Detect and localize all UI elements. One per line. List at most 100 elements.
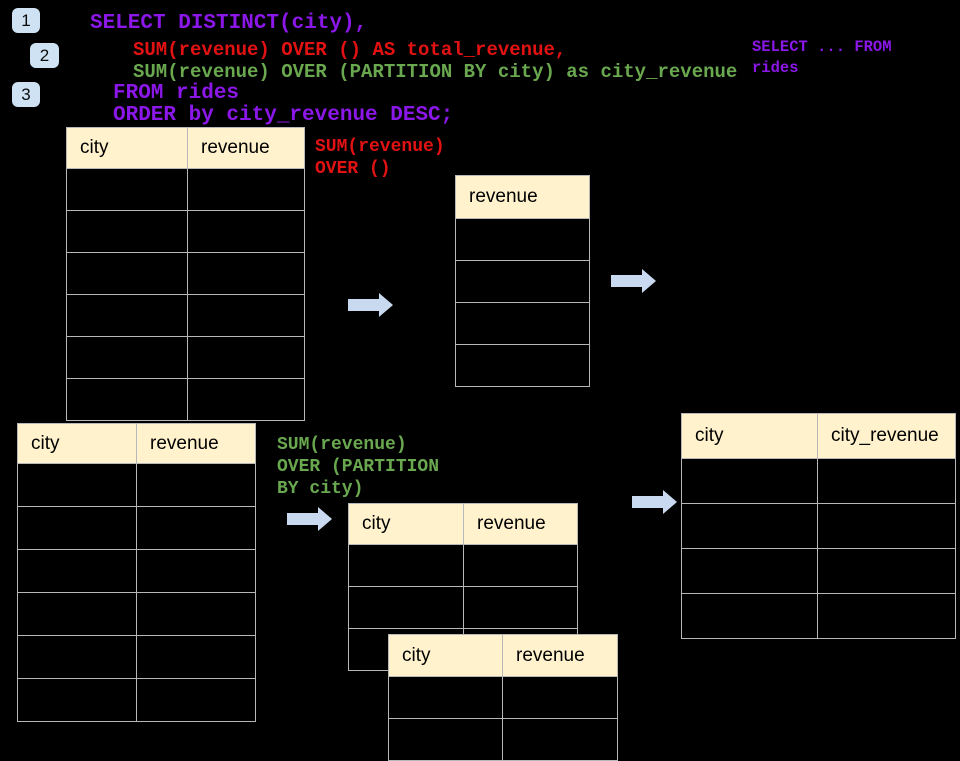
select-from-note: SELECT ... FROM rides: [752, 38, 892, 77]
empty-cell: [66, 252, 188, 295]
table-row: [66, 168, 305, 211]
table-row: [455, 218, 590, 261]
step-badge-2: 2: [30, 43, 59, 68]
table-row: [66, 210, 305, 253]
empty-cell: [187, 168, 305, 211]
table-row: [17, 635, 256, 679]
empty-cell: [136, 463, 256, 507]
header-cell-revenue: revenue: [455, 175, 590, 219]
empty-cell: [463, 586, 578, 629]
empty-cell: [17, 678, 137, 722]
empty-cell: [681, 548, 818, 594]
sql-line-order-by: ORDER by city_revenue DESC;: [113, 104, 454, 127]
arrow-shaft: [611, 275, 642, 287]
empty-cell: [681, 593, 818, 639]
table-source-top: city revenue: [66, 127, 305, 421]
table-header-row: revenue: [455, 175, 590, 219]
empty-cell: [187, 378, 305, 421]
table-city-revenue-result: city city_revenue: [681, 413, 956, 639]
empty-cell: [136, 549, 256, 593]
header-cell-city-revenue: city_revenue: [817, 413, 956, 459]
step-badge-3: 3: [12, 82, 40, 107]
sql-line-total-revenue: SUM(revenue) OVER () AS total_revenue,: [133, 39, 567, 61]
empty-cell: [187, 252, 305, 295]
sql-line-city-revenue: SUM(revenue) OVER (PARTITION BY city) as…: [133, 61, 738, 83]
empty-cell: [348, 544, 464, 587]
table-header-row: city revenue: [17, 423, 256, 464]
table-row: [681, 548, 956, 594]
empty-cell: [455, 302, 590, 345]
table-row: [455, 260, 590, 303]
arrow-head: [663, 490, 677, 514]
table-partition-overlay: city revenue: [388, 634, 618, 761]
arrow-right-icon: [632, 490, 677, 514]
table-header-row: city revenue: [388, 634, 618, 677]
header-cell-revenue: revenue: [463, 503, 578, 545]
table-row: [681, 503, 956, 549]
empty-cell: [681, 503, 818, 549]
arrow-head: [318, 507, 332, 531]
table-row: [348, 586, 578, 629]
table-row: [17, 592, 256, 636]
table-row: [455, 302, 590, 345]
empty-cell: [187, 294, 305, 337]
empty-cell: [17, 592, 137, 636]
empty-cell: [502, 676, 618, 719]
table-source-bottom: city revenue: [17, 423, 256, 722]
header-cell-city: city: [17, 423, 137, 464]
empty-cell: [681, 458, 818, 504]
table-header-row: city city_revenue: [681, 413, 956, 459]
slide-canvas: { "colors": { "background": "#000000", "…: [12, 8, 956, 761]
table-row: [66, 294, 305, 337]
empty-cell: [136, 506, 256, 550]
empty-cell: [136, 678, 256, 722]
table-header-row: city revenue: [66, 127, 305, 169]
header-cell-revenue: revenue: [502, 634, 618, 677]
table-row: [66, 252, 305, 295]
empty-cell: [66, 378, 188, 421]
arrow-head: [379, 293, 393, 317]
empty-cell: [136, 592, 256, 636]
empty-cell: [388, 676, 503, 719]
header-cell-city: city: [388, 634, 503, 677]
table-row: [66, 336, 305, 379]
label-sum-over-empty: SUM(revenue) OVER (): [315, 137, 445, 179]
table-row: [388, 718, 618, 761]
arrow-right-icon: [611, 269, 656, 293]
table-row: [17, 463, 256, 507]
empty-cell: [348, 586, 464, 629]
empty-cell: [66, 210, 188, 253]
empty-cell: [17, 506, 137, 550]
empty-cell: [817, 503, 956, 549]
empty-cell: [817, 458, 956, 504]
header-cell-city: city: [348, 503, 464, 545]
empty-cell: [817, 593, 956, 639]
table-row: [455, 344, 590, 387]
table-total-result: revenue: [455, 175, 590, 387]
empty-cell: [455, 218, 590, 261]
table-row: [17, 549, 256, 593]
arrow-shaft: [632, 496, 663, 508]
arrow-right-icon: [287, 507, 332, 531]
empty-cell: [463, 544, 578, 587]
empty-cell: [455, 260, 590, 303]
table-row: [66, 378, 305, 421]
empty-cell: [66, 336, 188, 379]
table-row: [681, 593, 956, 639]
table-row: [17, 506, 256, 550]
arrow-head: [642, 269, 656, 293]
header-cell-revenue: revenue: [187, 127, 305, 169]
header-cell-city: city: [681, 413, 818, 459]
table-header-row: city revenue: [348, 503, 578, 545]
table-row: [388, 676, 618, 719]
table-row: [681, 458, 956, 504]
empty-cell: [502, 718, 618, 761]
arrow-right-icon: [348, 293, 393, 317]
table-row: [17, 678, 256, 722]
empty-cell: [187, 210, 305, 253]
empty-cell: [388, 718, 503, 761]
header-cell-revenue: revenue: [136, 423, 256, 464]
arrow-shaft: [348, 299, 379, 311]
step-badge-1: 1: [12, 8, 40, 33]
empty-cell: [17, 463, 137, 507]
